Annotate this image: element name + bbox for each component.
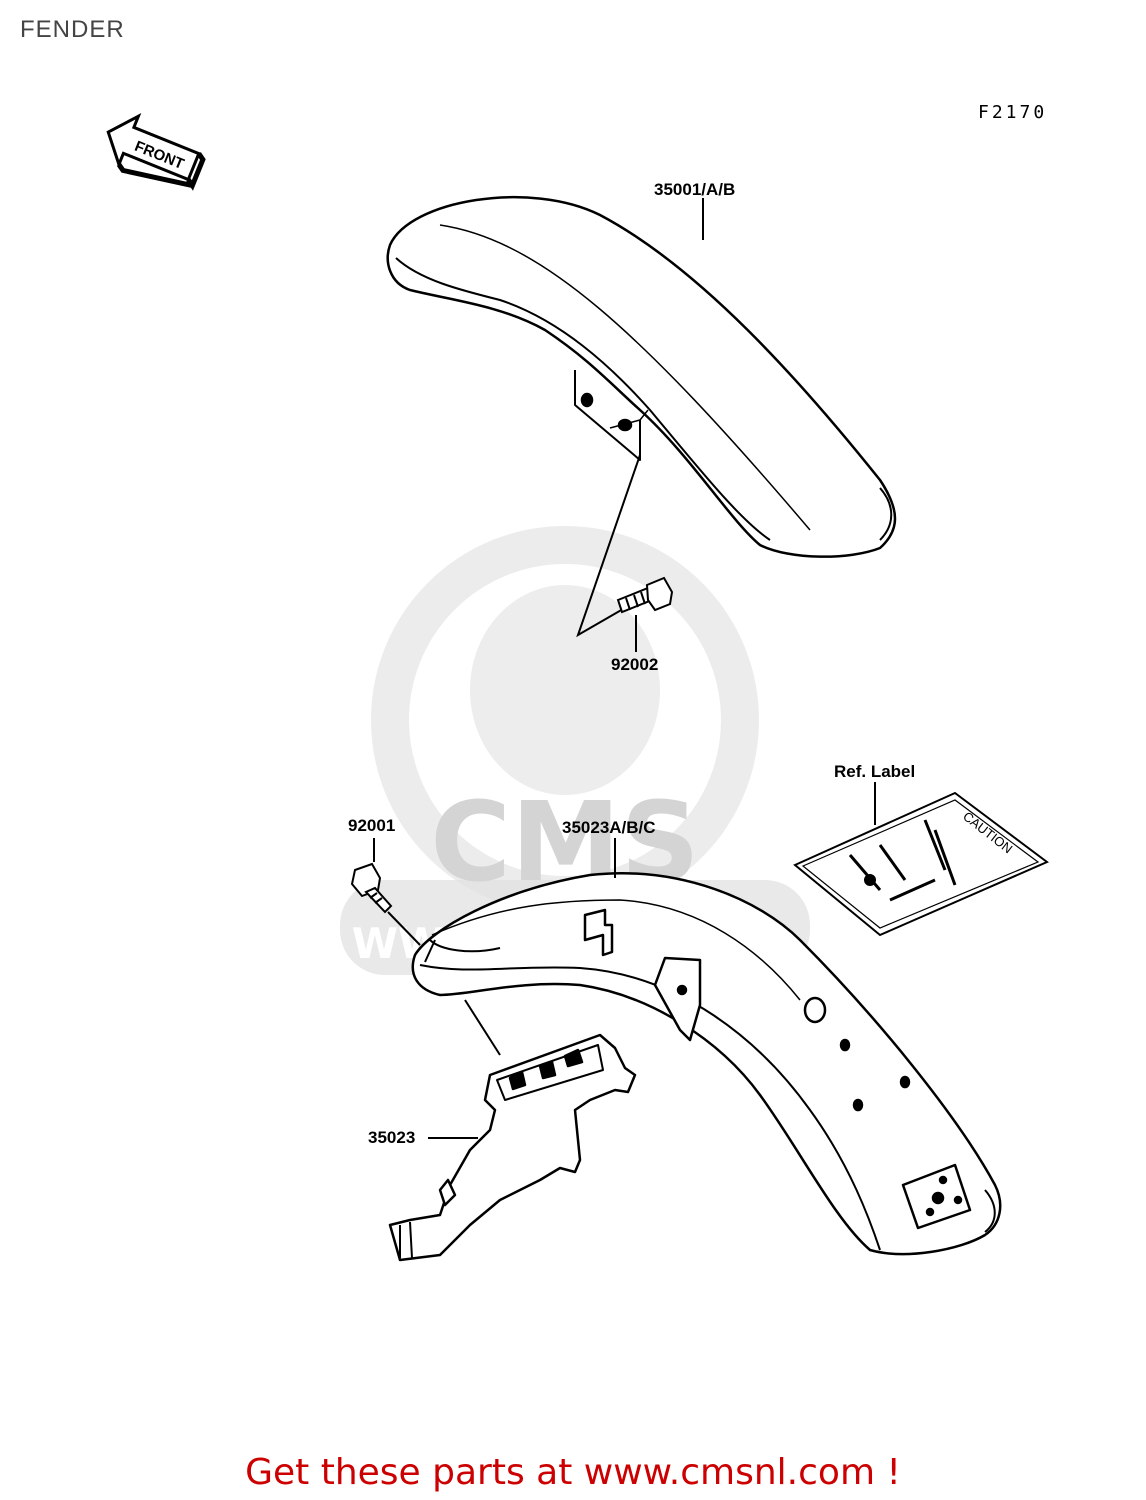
- label-rear-fender: 35023A/B/C: [562, 818, 656, 837]
- label-front-fender: 35001/A/B: [654, 180, 736, 199]
- footer-link[interactable]: Get these parts at www.cmsnl.com !: [245, 1452, 901, 1493]
- page-title: FENDER: [20, 16, 125, 43]
- rear-fender: [411, 872, 1002, 1256]
- caution-label: CAUTION: [793, 791, 1049, 937]
- bolt-92002-icon: [616, 576, 674, 614]
- bolt-92001-icon: [350, 862, 393, 914]
- label-bolt-92001: 92001: [348, 816, 396, 835]
- inner-fender: [388, 1033, 637, 1262]
- front-arrow-icon: FRONT: [106, 113, 206, 191]
- figure-code: F2170: [978, 102, 1048, 123]
- label-ref-label: Ref. Label: [834, 762, 916, 781]
- label-bolt-92002: 92002: [611, 655, 659, 674]
- front-fender: [386, 195, 897, 558]
- label-inner-fender: 35023: [368, 1128, 416, 1147]
